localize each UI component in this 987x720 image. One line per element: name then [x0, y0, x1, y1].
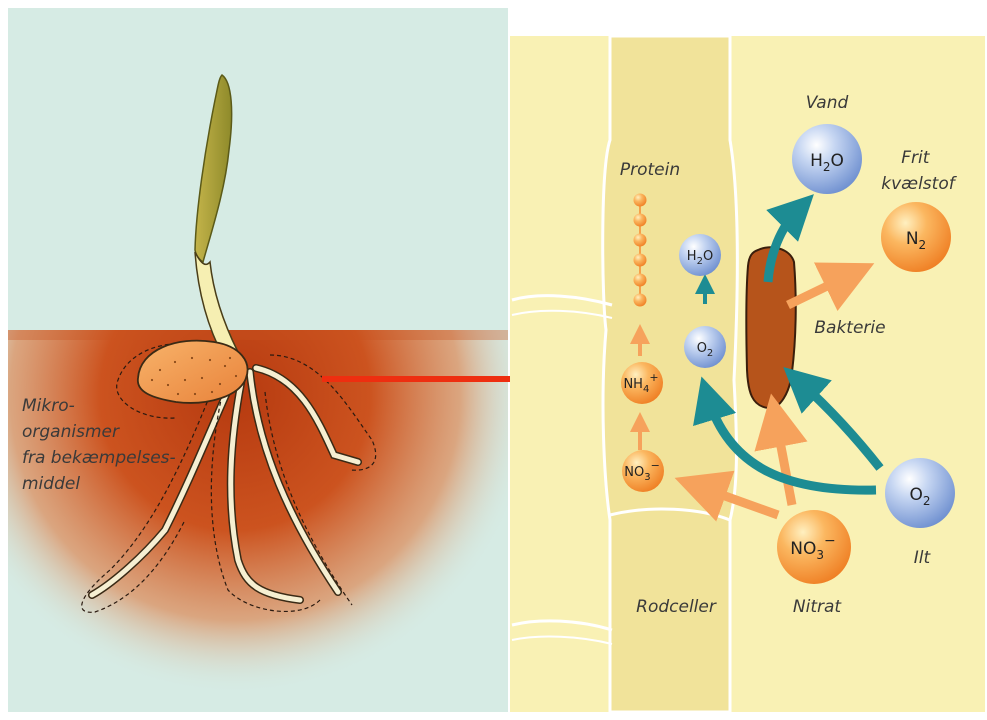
- amino-acid: [634, 274, 647, 287]
- molecule-nitrate-large: NO3−: [777, 510, 851, 584]
- amino-acid: [634, 214, 647, 227]
- water-label: Vand: [806, 93, 849, 113]
- nitrate-label: Nitrat: [793, 597, 843, 617]
- oxygen-label: Ilt: [914, 548, 932, 568]
- molecule-ammonium: NH4+: [621, 362, 663, 404]
- amino-acid: [634, 254, 647, 267]
- bacteria-label: Bakterie: [814, 318, 885, 338]
- microorganisms-line-1: Mikro-: [22, 396, 75, 416]
- right-panel: H2O N2 H2O O2 NH4+ NO3− NO3− O2: [510, 36, 985, 712]
- molecule-nitrate-small: NO3−: [622, 450, 664, 492]
- molecule-water-large: H2O: [792, 124, 862, 194]
- soil-surface: [8, 330, 508, 340]
- amino-acid: [634, 294, 647, 307]
- amino-acid: [634, 234, 647, 247]
- protein-label: Protein: [620, 160, 680, 180]
- soil-region: [8, 330, 508, 712]
- microorganisms-line-2: organismer: [22, 422, 120, 442]
- molecule-oxygen-small: O2: [684, 326, 726, 368]
- left-panel: Mikro- organismer fra bekæmpelses- midde…: [8, 8, 584, 712]
- free-nitrogen-line-2: kvælstof: [881, 174, 957, 194]
- molecule-oxygen-large: O2: [885, 458, 955, 528]
- molecule-n2: N2: [881, 202, 951, 272]
- root-cells-label: Rodceller: [636, 597, 717, 617]
- free-nitrogen-line-1: Frit: [901, 148, 930, 168]
- molecule-water-small: H2O: [679, 234, 721, 276]
- microorganisms-line-4: middel: [22, 474, 80, 494]
- amino-acid: [634, 194, 647, 207]
- microorganisms-line-3: fra bekæmpelses-: [22, 448, 176, 468]
